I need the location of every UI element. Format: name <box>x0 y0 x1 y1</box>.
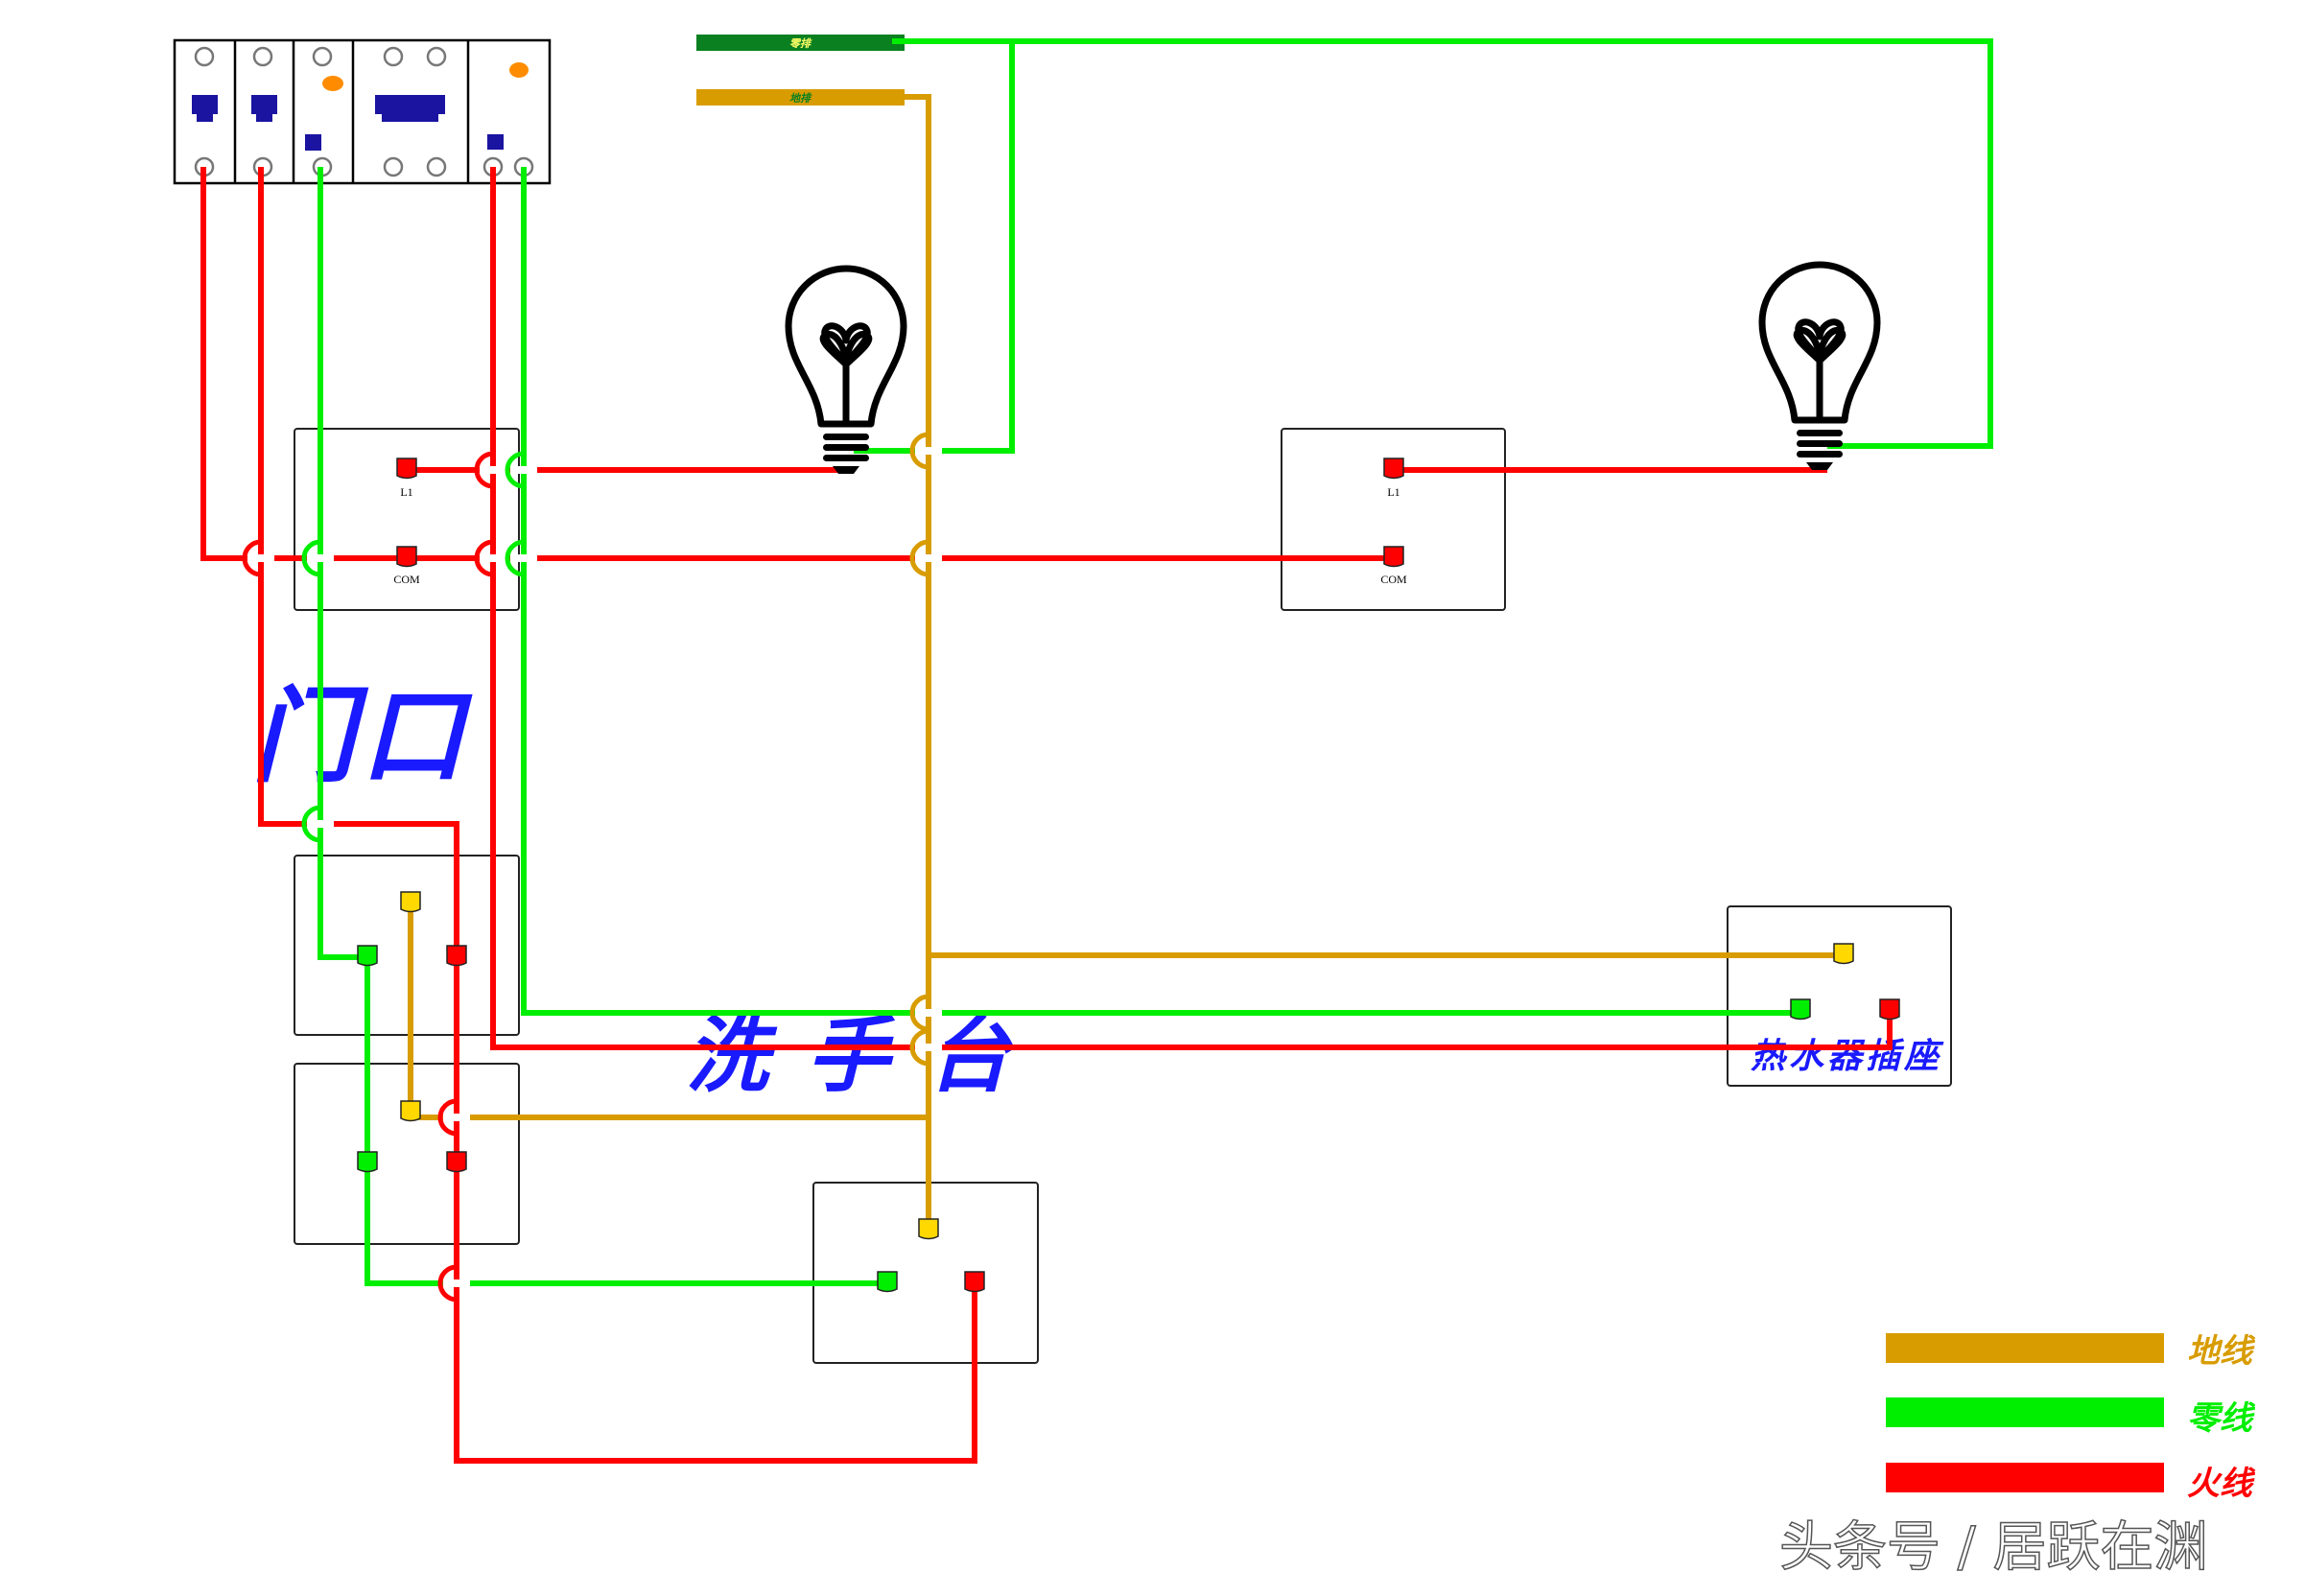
legend-label-live: 火线 <box>2187 1465 2256 1503</box>
legend-label-ground: 地线 <box>2187 1332 2256 1371</box>
wire-live-breaker5-to-heater <box>490 167 1893 1050</box>
terminal-switch-door-com <box>396 546 417 568</box>
terminal-switch-remote-l1 <box>1383 458 1404 480</box>
watermark: 头条号 / 居跃在渊 <box>1779 1516 2207 1579</box>
switch-door-com-label: COM <box>393 573 420 586</box>
wire-crossing-hop <box>474 539 494 577</box>
wire-neutral-breaker3-down <box>318 167 367 960</box>
legend-swatch-live <box>1886 1463 2164 1492</box>
wire-live-breaker1-com <box>200 167 1402 561</box>
neutral-bus-label: 零排 <box>789 37 812 50</box>
neutral-bus-bar: 零排 <box>696 35 905 51</box>
wire-crossing-gap <box>480 466 506 474</box>
wire-crossing-gap <box>307 820 334 828</box>
wire-crossing-gap <box>480 554 506 562</box>
terminal-switch-remote-com <box>1383 546 1404 568</box>
wire-crossing-gap <box>915 554 942 562</box>
wire-crossing-gap <box>307 554 334 562</box>
wire-crossing-gap <box>443 1114 470 1121</box>
socket-box-water-heater <box>1727 905 1952 1087</box>
terminal-socket-1-neutral <box>357 945 378 967</box>
wire-neutral-bus-to-bulb2 <box>892 38 1993 449</box>
wire-crossing-hop <box>301 805 321 843</box>
washbasin-label: 洗手台 <box>686 1007 1048 1104</box>
terminal-socket-2-ground <box>400 1100 421 1122</box>
wire-crossing-hop <box>505 451 525 489</box>
switch-box-door <box>294 428 520 611</box>
terminal-socket-1-ground <box>400 891 421 913</box>
device-boxes <box>294 428 1952 1364</box>
light-bulb-icon <box>1758 261 1881 470</box>
wire-crossing-hop <box>242 539 262 577</box>
wire-neutral-breaker5-to-heater <box>521 167 1800 1016</box>
terminal-socket-2-live <box>446 1151 467 1173</box>
wire-crossing-hop <box>505 539 525 577</box>
switch-remote-l1-label: L1 <box>1387 485 1399 499</box>
ground-bus-label: 地排 <box>789 92 812 105</box>
terminal-socket-1-live <box>446 945 467 967</box>
terminal-washbasin-live <box>964 1271 985 1293</box>
terminal-heater-live <box>1879 998 1900 1021</box>
wire-crossing-hop <box>301 539 321 577</box>
wire-crossing-gap <box>915 1044 942 1051</box>
wire-crossing-hop <box>437 1264 458 1303</box>
indicator-light <box>322 76 343 91</box>
legend-swatch-ground <box>1886 1333 2164 1363</box>
wire-crossing-gap <box>915 447 942 455</box>
wire-crossing-gap <box>443 1279 470 1287</box>
wire-crossing-gap <box>247 554 274 562</box>
wire-crossing-hop <box>437 1098 458 1137</box>
switch-box-remote <box>1281 428 1506 611</box>
terminal-switch-door-l1 <box>396 458 417 480</box>
socket-box-2 <box>294 1063 520 1245</box>
breaker-panel <box>173 38 552 185</box>
indicator-light <box>509 62 529 78</box>
terminal-washbasin-ground <box>918 1218 939 1240</box>
wire-ground-bus-to-washbasin <box>905 94 931 1231</box>
doorway-label: 门口 <box>251 676 473 797</box>
switch-remote-com-label: COM <box>1380 573 1407 586</box>
terminal-washbasin-neutral <box>877 1271 898 1293</box>
wire-crossing-hop <box>909 1028 929 1067</box>
wire-neutral-sockets-chain <box>365 957 887 1286</box>
legend: 地线 零线 火线 <box>1886 1332 2256 1503</box>
terminal-socket-2-neutral <box>357 1151 378 1173</box>
socket-box-1 <box>294 855 520 1036</box>
wire-crossing-gap <box>510 466 537 474</box>
wire-crossing-gap <box>510 554 537 562</box>
wire-neutral-to-bulb1 <box>854 41 1015 454</box>
wire-crossing-hop <box>909 994 929 1032</box>
wire-crossing-hop <box>909 432 929 470</box>
wire-crossing-hop <box>909 539 929 577</box>
wire-crossing-hop <box>474 451 494 489</box>
breaker-handles <box>192 95 504 151</box>
wire-crossing-gap <box>915 1009 942 1017</box>
light-bulb-icon <box>785 265 907 474</box>
ground-bus-bar: 地排 <box>696 89 905 106</box>
water-heater-socket-label: 热水器插座 <box>1751 1036 1944 1076</box>
wire-live-breaker2-sockets <box>258 167 977 1464</box>
legend-label-neutral: 零线 <box>2187 1399 2256 1438</box>
terminal-heater-ground <box>1833 943 1854 965</box>
legend-swatch-neutral <box>1886 1397 2164 1427</box>
switch-door-l1-label: L1 <box>400 485 412 499</box>
terminal-heater-neutral <box>1790 998 1811 1021</box>
